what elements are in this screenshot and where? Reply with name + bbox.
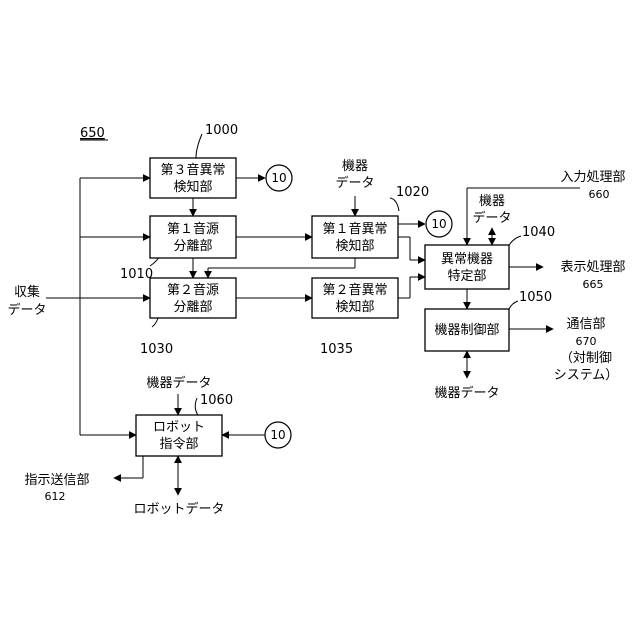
block-second-source-separator: 第２音源 分離部 1030 [140,278,236,357]
label-device-data-bottom: 機器データ [434,385,499,401]
label-communication-ref: 670 [576,335,597,348]
label-communication-line1: 通信部 [566,317,605,332]
label-collected-data: 収集 データ [7,284,46,318]
block-anomaly-identifier-ref: 1040 [522,225,555,240]
label-instruction-sender-ref: 612 [45,490,66,503]
block-third-sound-detector-ref: 1000 [205,123,238,138]
connector-top-label: 10 [271,171,286,185]
block-robot-commander-ref: 1060 [200,393,233,408]
label-communication: 通信部 670 （対制御 システム） [554,317,619,383]
block-second-source-separator-line2: 分離部 [173,300,212,315]
label-instruction-sender: 指示送信部 612 [24,473,89,503]
label-device-data-top-line1: 機器 [342,159,368,174]
block-second-sound-detector-ref: 1035 [320,342,353,357]
block-second-sound-detector-line1: 第２音異常 [322,282,387,298]
label-device-data-top: 機器 データ [335,159,374,191]
block-first-sound-detector: 第１音異常 検知部 1020 [312,185,429,258]
block-anomaly-identifier-line1: 異常機器 [441,252,493,267]
label-device-data-mid-line2: データ [472,210,511,226]
block-robot-commander-line1: ロボット [153,420,205,435]
label-communication-line3: システム） [554,368,619,383]
label-device-data-mid: 機器 データ [472,194,511,226]
block-second-source-separator-line1: 第２音源 [167,282,219,298]
label-collected-data-line2: データ [7,302,46,318]
block-device-controller: 機器制御部 1050 [425,290,552,351]
block-device-controller-ref: 1050 [519,290,552,305]
label-display-processing-line1: 表示処理部 [560,260,625,275]
connector-bottom-label: 10 [270,428,285,442]
block-third-sound-detector: 第３音異常 検知部 1000 [150,123,238,198]
label-communication-line2: （対制御 [560,351,612,366]
block-robot-commander: ロボット 指令部 1060 [136,393,233,456]
block-second-sound-detector-line2: 検知部 [335,299,374,315]
block-first-sound-detector-ref: 1020 [396,185,429,200]
label-robot-data: ロボットデータ [133,501,224,517]
block-second-sound-detector: 第２音異常 検知部 1035 [312,278,398,357]
connector-middle-label: 10 [431,217,446,231]
connector-middle: 10 [426,211,452,237]
label-input-processing-ref: 660 [589,188,610,201]
label-collected-data-line1: 収集 [14,284,40,300]
block-robot-commander-line2: 指令部 [159,437,198,452]
block-third-sound-detector-line1: 第３音異常 [160,162,225,178]
block-anomaly-identifier-line2: 特定部 [447,269,486,284]
label-input-processing: 入力処理部 660 [560,170,625,201]
block-first-sound-detector-line2: 検知部 [335,238,374,254]
label-device-data-top-line2: データ [335,175,374,191]
block-first-source-separator-line1: 第１音源 [167,221,219,237]
label-display-processing-ref: 665 [583,278,604,291]
block-third-sound-detector-line2: 検知部 [173,179,212,195]
label-device-data-mid-line1: 機器 [479,194,505,209]
block-first-source-separator: 第１音源 分離部 1010 [120,216,236,282]
label-display-processing: 表示処理部 665 [560,260,625,291]
block-device-controller-label: 機器制御部 [434,323,499,338]
block-second-source-separator-ref: 1030 [140,342,173,357]
block-first-source-separator-line2: 分離部 [173,239,212,254]
block-first-source-separator-ref: 1010 [120,267,153,282]
block-first-sound-detector-line1: 第１音異常 [322,221,387,237]
figure-id: 650 [80,126,105,141]
label-instruction-sender-line1: 指示送信部 [24,473,89,488]
label-device-data-robot: 機器データ [146,375,211,391]
connector-bottom: 10 [265,422,291,448]
connector-top: 10 [266,165,292,191]
label-input-processing-line1: 入力処理部 [560,170,625,185]
